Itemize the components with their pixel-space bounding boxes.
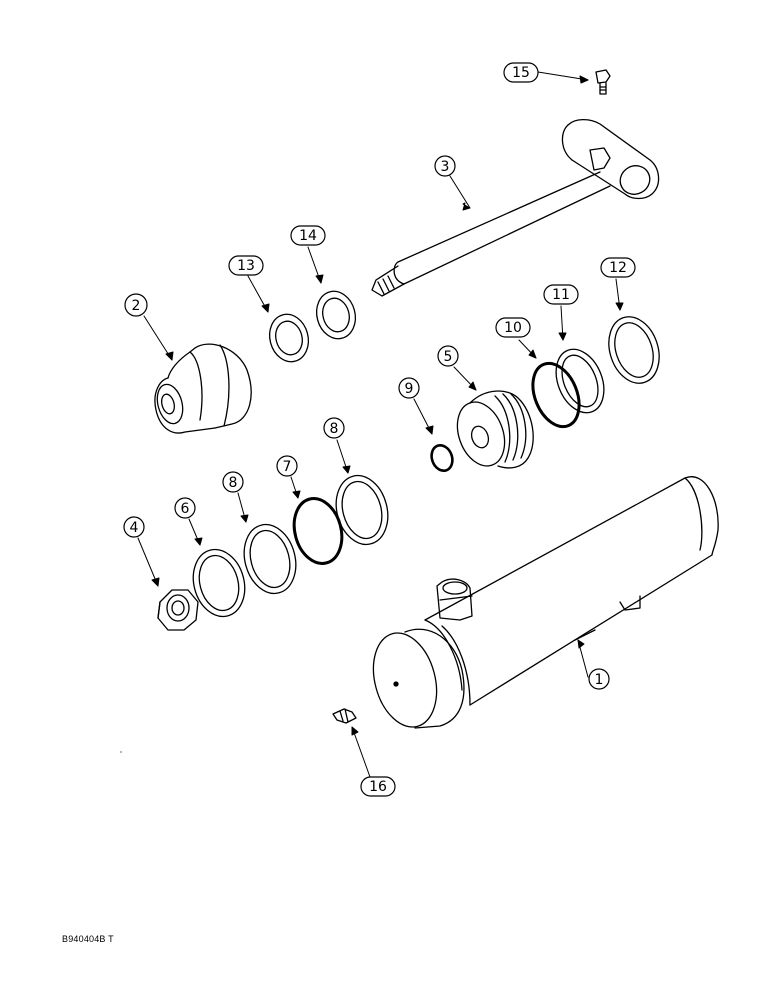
svg-text:8: 8 <box>229 475 238 491</box>
svg-text:12: 12 <box>609 260 627 276</box>
svg-text:5: 5 <box>444 349 453 365</box>
callout-16[interactable]: 16 <box>360 776 396 797</box>
svg-text:16: 16 <box>369 779 387 795</box>
svg-text:4: 4 <box>130 520 139 536</box>
o-ring-gland <box>292 497 344 565</box>
svg-text:8: 8 <box>330 421 339 437</box>
svg-text:15: 15 <box>512 65 530 81</box>
callout-6[interactable]: 6 <box>174 497 196 519</box>
scan-dot <box>120 751 122 753</box>
wiper-ring <box>315 290 357 340</box>
backup-ring-piston <box>555 348 605 414</box>
callout-12[interactable]: 12 <box>600 257 636 278</box>
callout-10[interactable]: 10 <box>495 317 531 338</box>
wear-ring-right <box>608 316 660 384</box>
callout-9[interactable]: 9 <box>398 377 420 399</box>
svg-text:10: 10 <box>504 320 522 336</box>
piston-rod <box>371 118 660 297</box>
backup-ring-lower <box>243 523 297 595</box>
callout-5[interactable]: 5 <box>437 345 459 367</box>
grease-fitting-bottom <box>332 708 357 724</box>
callout-4[interactable]: 4 <box>123 516 145 538</box>
svg-text:2: 2 <box>132 298 141 314</box>
hex-nut <box>157 589 199 631</box>
grease-fitting-top <box>595 69 611 95</box>
svg-text:13: 13 <box>237 258 255 274</box>
svg-text:3: 3 <box>441 159 450 175</box>
cylinder-barrel <box>372 476 719 729</box>
svg-text:1: 1 <box>595 672 604 688</box>
callout-8-lower[interactable]: 8 <box>222 471 244 493</box>
callout-14[interactable]: 14 <box>290 225 326 246</box>
callout-11[interactable]: 11 <box>543 284 579 305</box>
callout-7[interactable]: 7 <box>276 455 298 477</box>
callout-1[interactable]: 1 <box>588 668 610 690</box>
backup-ring-upper <box>335 474 389 546</box>
gland <box>154 343 252 434</box>
callout-15[interactable]: 15 <box>503 62 539 83</box>
o-ring-small <box>430 444 454 472</box>
svg-text:9: 9 <box>405 381 414 397</box>
svg-text:6: 6 <box>181 501 190 517</box>
svg-text:11: 11 <box>552 287 570 303</box>
piston <box>456 390 534 469</box>
svg-text:14: 14 <box>299 228 317 244</box>
callout-3[interactable]: 3 <box>434 155 456 177</box>
o-ring-piston <box>531 361 581 429</box>
callout-2[interactable]: 2 <box>124 293 148 317</box>
callout-13[interactable]: 13 <box>228 255 264 276</box>
leader-lines <box>137 71 624 778</box>
svg-text:7: 7 <box>283 459 292 475</box>
wear-ring-left <box>192 548 246 618</box>
callout-8-upper[interactable]: 8 <box>323 417 345 439</box>
backup-ring-small <box>268 313 310 363</box>
figure-code: B940404B T <box>62 934 114 944</box>
